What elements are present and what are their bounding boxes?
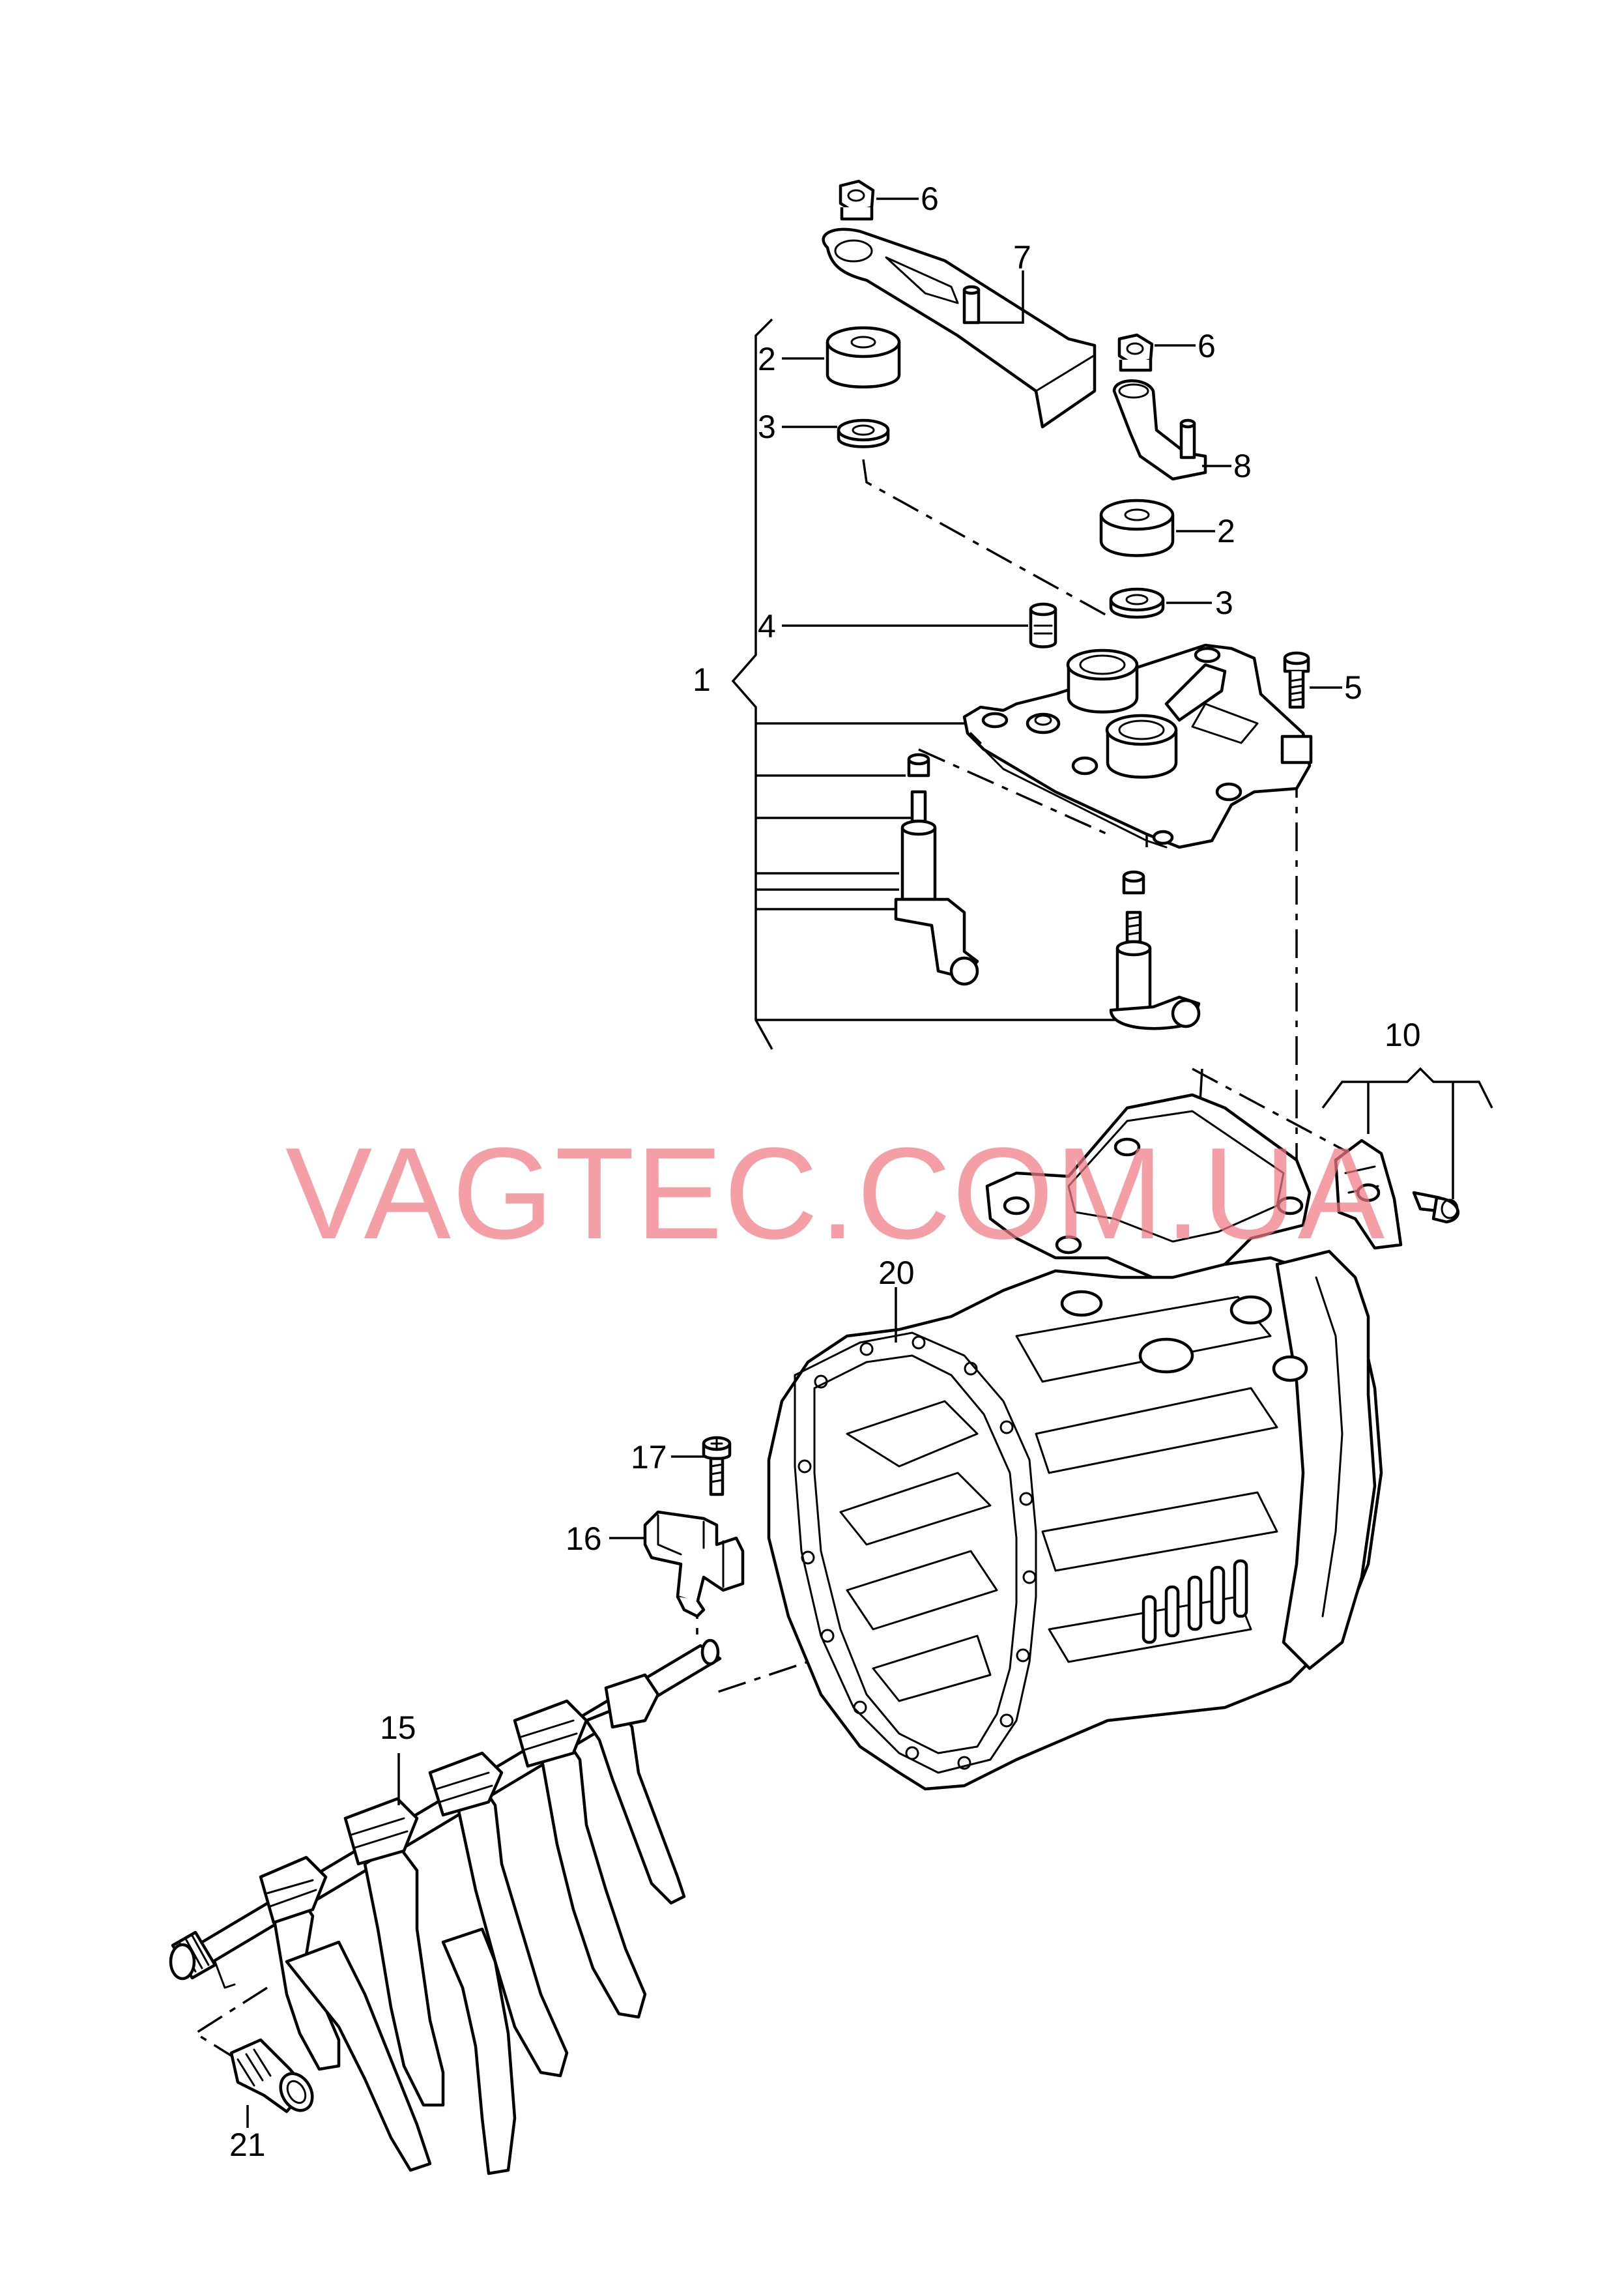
part-2-bushing-right: [1099, 499, 1175, 557]
part-7-selector-lever: [822, 227, 1097, 429]
shift-shaft-left: [894, 753, 979, 986]
selector-cover-housing: [962, 643, 1313, 849]
callout-7: 7: [1013, 239, 1031, 276]
shift-fork-5: [584, 1673, 686, 1905]
callout-15: 15: [380, 1709, 416, 1746]
shift-fork-3: [428, 1751, 569, 2078]
callout-10: 10: [1385, 1017, 1421, 1053]
callout-21: 21: [229, 2127, 266, 2163]
shift-fork-4: [513, 1699, 647, 2019]
part-3-washer-right: [1109, 587, 1165, 619]
callout-2-right: 2: [1217, 513, 1235, 549]
callout-5: 5: [1344, 669, 1362, 706]
flange-bolt-holes: [797, 1335, 1037, 1770]
callout-3-right: 3: [1215, 585, 1233, 621]
callout-17: 17: [631, 1439, 667, 1475]
part-17-screw: [702, 1436, 732, 1496]
callout-4: 4: [758, 608, 776, 645]
part-5-bolt: [1283, 651, 1310, 709]
callout-6-lower: 6: [1198, 328, 1216, 364]
watermark-text: VAGTEC.COM.UA: [285, 1121, 1386, 1266]
part-10-bracket: [1321, 1067, 1493, 1250]
part-3-washer-left: [837, 418, 890, 448]
callout-20: 20: [878, 1255, 915, 1291]
part-16-guide-bracket: [643, 1510, 745, 1618]
housing-fins: [1142, 1559, 1248, 1644]
callout-16: 16: [566, 1520, 602, 1557]
part-21-plug: [229, 2038, 314, 2114]
group-1-bracket: [731, 318, 1121, 1050]
callout-labels: 1 2 3 2 3 4 5 6 6 7 8 10 15 16 17 20 21: [229, 181, 1421, 2163]
callout-6-upper: 6: [921, 181, 939, 217]
part-2-bushing-left: [826, 326, 901, 388]
part-20-transmission-housing: [767, 1093, 1383, 1791]
part-6-nut-lower: [1117, 333, 1154, 372]
callout-1: 1: [693, 661, 711, 698]
callout-leaders: [246, 197, 1342, 2128]
part-6-nut-upper: [839, 179, 875, 221]
callout-2-left: 2: [758, 341, 776, 377]
callout-3-left: 3: [758, 409, 776, 445]
part-8-lever: [1112, 379, 1207, 481]
shift-shaft-right: [1109, 870, 1201, 1030]
part-4-plug: [1029, 602, 1057, 648]
shift-fork-2: [343, 1797, 445, 2107]
callout-8: 8: [1233, 448, 1252, 484]
part-15-shift-rod-forks: [169, 1638, 722, 2175]
